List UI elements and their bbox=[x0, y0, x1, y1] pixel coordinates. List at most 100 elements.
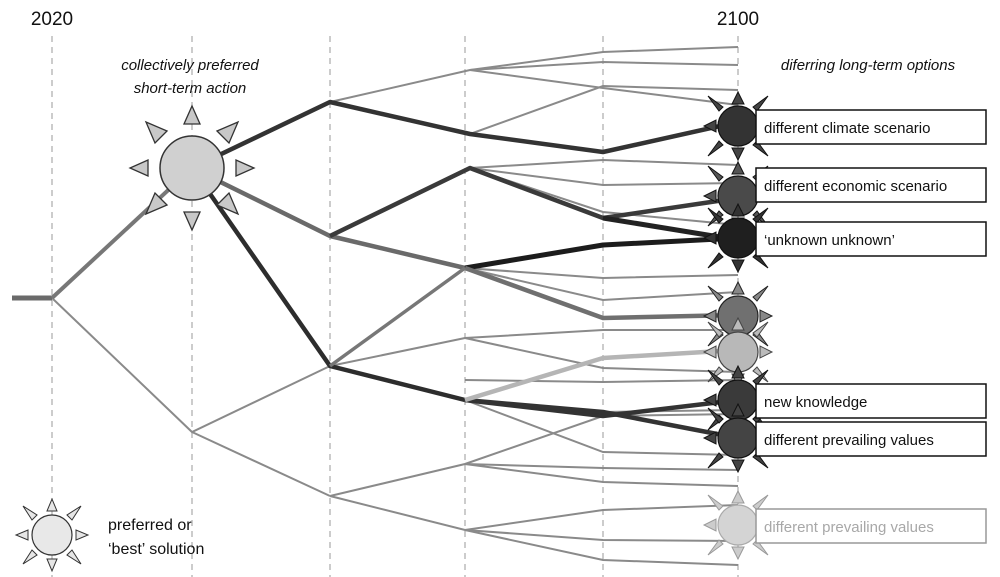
ray bbox=[752, 285, 769, 302]
path-light bbox=[464, 347, 739, 403]
ray bbox=[731, 90, 745, 105]
path-values bbox=[464, 397, 739, 441]
option-node-values bbox=[702, 402, 774, 474]
ray bbox=[752, 494, 769, 511]
ray bbox=[702, 189, 717, 203]
path-economic bbox=[329, 165, 739, 239]
ray bbox=[14, 529, 29, 541]
branch bbox=[464, 337, 739, 373]
option-label-values-faded: different prevailing values bbox=[764, 519, 934, 536]
branch bbox=[329, 495, 739, 532]
option-label-unknown: ‘unknown unknown’ bbox=[764, 232, 895, 249]
ray bbox=[731, 489, 745, 504]
legend-sun-icon bbox=[14, 497, 90, 573]
short-term-sun-icon bbox=[128, 104, 256, 232]
branch bbox=[329, 413, 739, 497]
ray bbox=[731, 316, 745, 331]
ray bbox=[731, 364, 745, 379]
ray bbox=[731, 402, 745, 417]
ray bbox=[22, 549, 38, 565]
ray bbox=[235, 158, 256, 178]
short-term-label-line1: collectively preferred bbox=[121, 57, 259, 74]
branch bbox=[469, 167, 739, 187]
branch bbox=[469, 60, 739, 71]
ray bbox=[702, 231, 717, 245]
ray bbox=[707, 407, 724, 424]
ray bbox=[707, 494, 724, 511]
ray bbox=[707, 140, 724, 157]
year-2020-label: 2020 bbox=[31, 9, 73, 30]
branch bbox=[464, 529, 739, 542]
ray bbox=[707, 252, 724, 269]
ray bbox=[759, 345, 774, 359]
path-climate bbox=[191, 99, 739, 171]
option-label-knowledge: new knowledge bbox=[764, 394, 867, 411]
ray bbox=[702, 393, 717, 407]
ray bbox=[128, 158, 149, 178]
node-core bbox=[717, 217, 759, 259]
year-2100-label: 2100 bbox=[717, 9, 759, 30]
ray bbox=[707, 207, 724, 224]
ray bbox=[66, 549, 82, 565]
path-unknown-2 bbox=[464, 235, 739, 271]
ray bbox=[707, 321, 724, 338]
ray bbox=[182, 104, 202, 125]
option-label-values: different prevailing values bbox=[764, 432, 934, 449]
branch bbox=[329, 46, 739, 103]
ray bbox=[22, 505, 38, 521]
ray bbox=[752, 207, 769, 224]
node-core bbox=[717, 105, 759, 147]
branch bbox=[469, 158, 739, 169]
thin-branches bbox=[51, 46, 739, 566]
main-paths bbox=[12, 99, 739, 441]
ray bbox=[752, 369, 769, 386]
branch bbox=[464, 463, 739, 487]
ray bbox=[707, 539, 724, 556]
branch bbox=[464, 399, 739, 456]
ray bbox=[759, 309, 774, 323]
path-mid bbox=[191, 165, 466, 271]
branch bbox=[469, 84, 739, 135]
path-mid-low bbox=[464, 265, 739, 321]
ray bbox=[46, 558, 58, 573]
branch bbox=[464, 267, 739, 302]
ray bbox=[707, 452, 724, 469]
option-box-values-faded bbox=[755, 508, 987, 544]
branch bbox=[191, 431, 331, 497]
legend-label-line1: preferred or bbox=[108, 517, 192, 534]
ray bbox=[707, 285, 724, 302]
branch bbox=[469, 69, 739, 106]
branch bbox=[464, 267, 739, 280]
ray bbox=[731, 459, 745, 474]
ray bbox=[731, 147, 745, 162]
ray bbox=[731, 280, 745, 295]
branch bbox=[464, 379, 739, 384]
short-term-label-line2: short-term action bbox=[134, 80, 247, 97]
ray bbox=[702, 345, 717, 359]
option-nodes bbox=[702, 90, 774, 561]
ray bbox=[707, 95, 724, 112]
node-core bbox=[717, 504, 759, 546]
ray bbox=[731, 202, 745, 217]
ray bbox=[702, 119, 717, 133]
ray bbox=[702, 431, 717, 445]
ray bbox=[75, 529, 90, 541]
option-box-unknown bbox=[755, 221, 987, 257]
ray bbox=[144, 191, 169, 216]
legend-sun-core bbox=[31, 514, 73, 556]
option-label-boxes: different climate scenario different eco… bbox=[755, 109, 987, 544]
ray bbox=[752, 95, 769, 112]
option-label-economic: different economic scenario bbox=[764, 178, 947, 195]
ray bbox=[702, 309, 717, 323]
node-core bbox=[717, 417, 759, 459]
long-term-label: diferring long-term options bbox=[781, 57, 956, 74]
branch bbox=[329, 329, 738, 367]
legend-label-line2: ‘best’ solution bbox=[108, 541, 204, 558]
legend: preferred or ‘best’ solution bbox=[14, 497, 204, 573]
ray bbox=[707, 369, 724, 386]
ray bbox=[144, 120, 169, 145]
ray bbox=[215, 120, 240, 145]
branch bbox=[464, 529, 739, 566]
ray bbox=[46, 497, 58, 512]
